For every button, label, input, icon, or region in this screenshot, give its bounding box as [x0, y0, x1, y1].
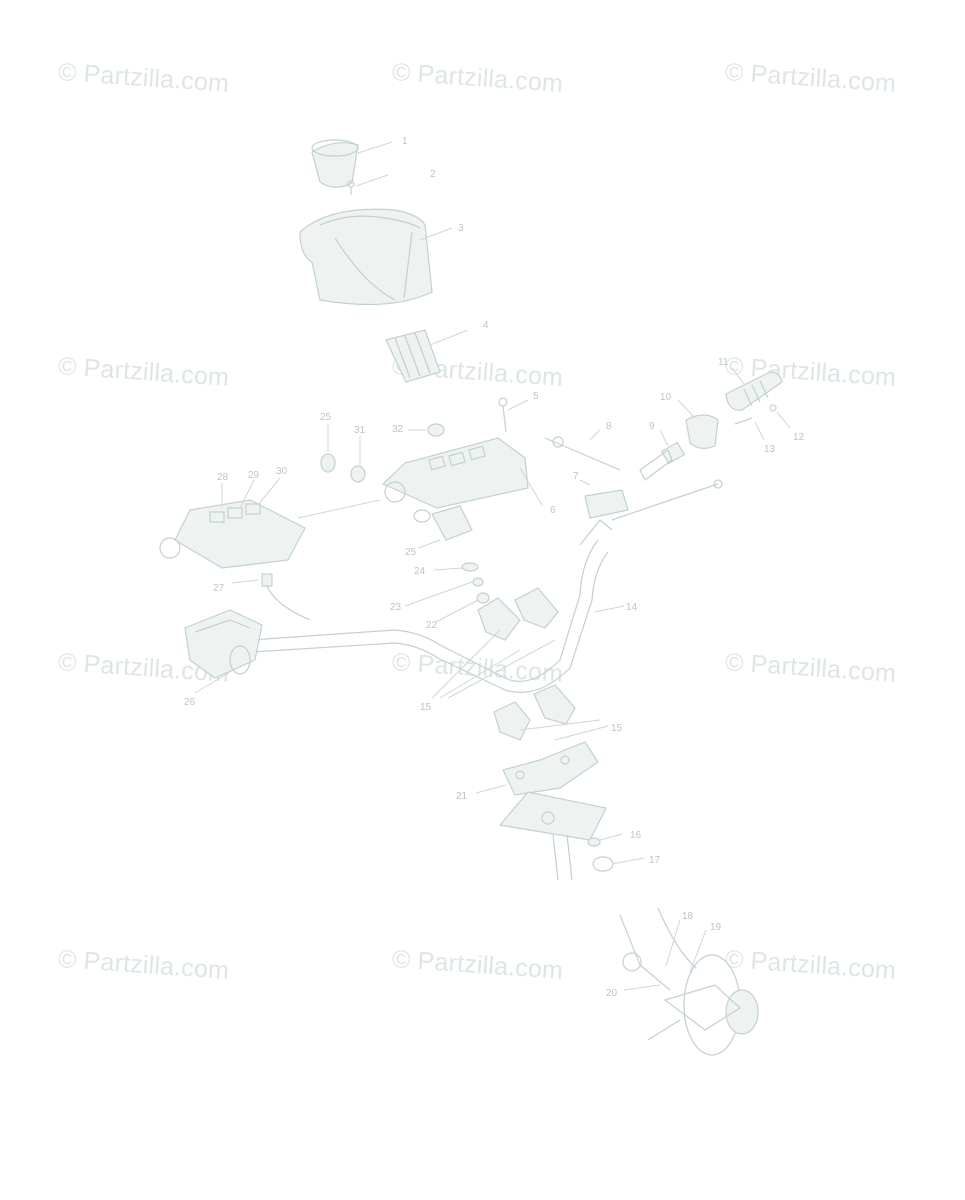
part-connector: [261, 573, 311, 621]
callout-6: 6: [550, 505, 556, 516]
callout-23: 23: [390, 602, 402, 613]
part-handlebar: [249, 519, 613, 693]
part-indicator-plate: [159, 499, 381, 569]
callout-22: 22: [426, 620, 438, 631]
part-throttle-assembly: [544, 371, 783, 471]
part-mounting-plate: [498, 791, 614, 881]
callout-32: 32: [392, 424, 404, 435]
part-lower-clamps: [493, 684, 576, 741]
callout-15-upper: 15: [420, 702, 432, 713]
callout-14: 14: [626, 602, 638, 613]
callout-17: 17: [649, 855, 661, 866]
part-hub-assembly: [619, 907, 759, 1056]
part-upper-clamps: [477, 587, 559, 641]
callout-15-lower: 15: [611, 723, 623, 734]
callout-27: 27: [213, 583, 225, 594]
callout-12: 12: [793, 432, 805, 443]
part-washers: [461, 562, 490, 604]
callout-21: 21: [456, 791, 468, 802]
part-switch-block: [385, 329, 441, 383]
callout-8: 8: [606, 421, 612, 432]
callout-26: 26: [184, 697, 196, 708]
callout-11: 11: [718, 357, 729, 368]
callout-28: 28: [217, 472, 229, 483]
leader-lines: [194, 141, 791, 991]
callout-29: 29: [248, 470, 260, 481]
part-bolt: [498, 397, 508, 433]
part-screw: [347, 180, 355, 195]
callout-18: 18: [682, 911, 694, 922]
callout-13: 13: [764, 444, 776, 455]
part-left-switch-housing: [184, 609, 263, 679]
callout-4: 4: [483, 320, 489, 331]
callout-5: 5: [533, 391, 539, 402]
callout-9: 9: [649, 421, 655, 432]
callout-7: 7: [573, 471, 579, 482]
part-handlebar-cover: [299, 208, 433, 306]
part-key-switch: [413, 505, 473, 541]
callout-31: 31: [354, 425, 366, 436]
callout-16: 16: [630, 830, 642, 841]
part-bracket-plate: [381, 437, 529, 509]
callout-10: 10: [660, 392, 672, 403]
part-handlebar-holder: [502, 741, 599, 796]
callout-25-lower: 25: [405, 547, 417, 558]
callout-3: 3: [458, 223, 464, 234]
callout-24: 24: [414, 566, 426, 577]
callout-20: 20: [606, 988, 618, 999]
callout-1: 1: [402, 136, 408, 147]
part-brake-master-cylinder: [584, 449, 723, 521]
callout-30: 30: [276, 466, 288, 477]
callout-2: 2: [430, 169, 436, 180]
callout-19: 19: [710, 922, 722, 933]
part-meter-cap: [311, 139, 359, 188]
callout-25-upper: 25: [320, 412, 332, 423]
part-small-hardware: [320, 423, 445, 483]
